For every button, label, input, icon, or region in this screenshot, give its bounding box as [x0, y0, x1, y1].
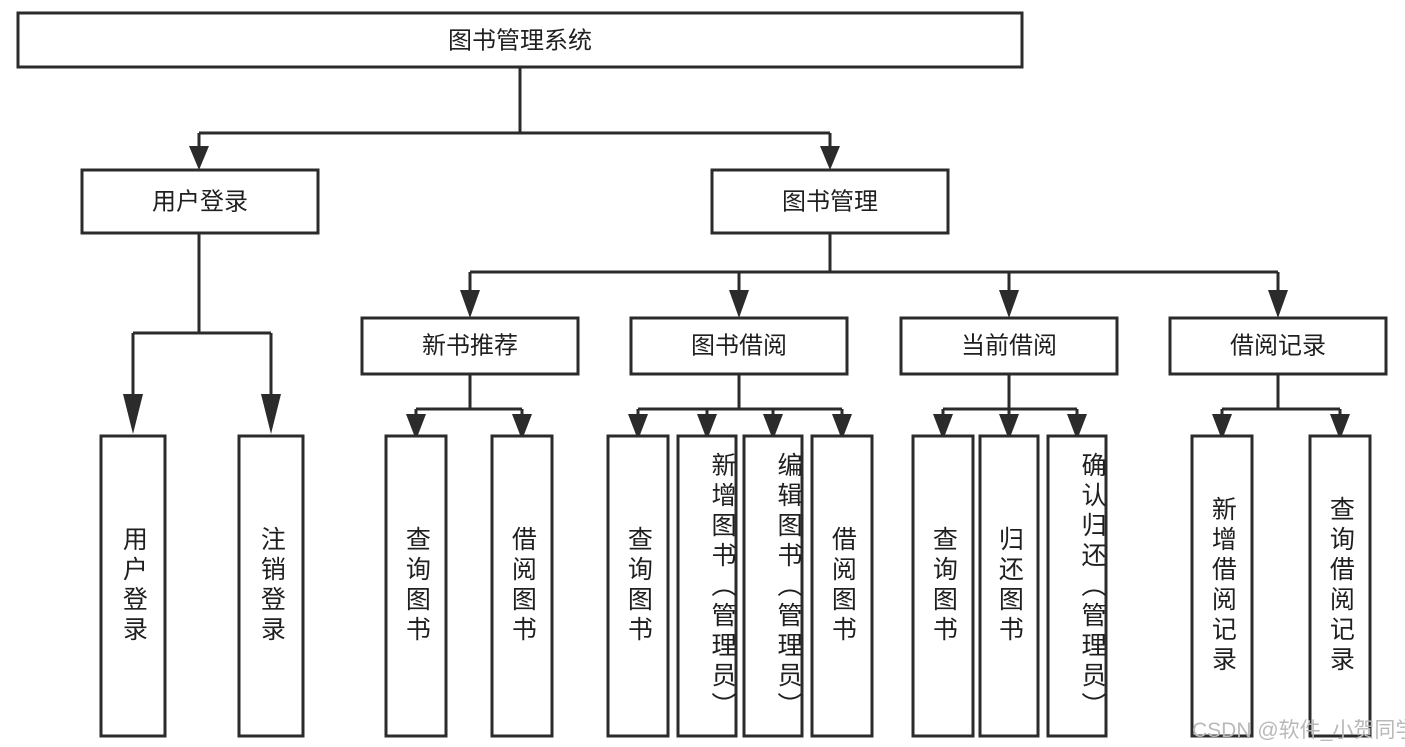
connector-group	[123, 67, 1350, 440]
leaf-box-borrow-book-1[interactable]	[490, 434, 554, 738]
node-book-management-label: 图书管理	[782, 188, 878, 215]
node-book-management[interactable]: 图书管理	[710, 168, 950, 235]
leaf-label-add-record: 新增借阅记录	[1208, 496, 1237, 676]
node-title-label: 图书管理系统	[448, 27, 592, 54]
leaf-box-add-record[interactable]	[1190, 434, 1254, 738]
leaf-label-logout-login: 注销登录	[257, 526, 286, 646]
leaf-label-borrow-book-1: 借阅图书	[508, 526, 537, 646]
arrow-leaf-confirm-return	[1067, 414, 1087, 440]
arrow-leaf-query-record	[1330, 414, 1350, 440]
leaf-box-confirm-return[interactable]	[1046, 434, 1108, 738]
node-current-borrow-label: 当前借阅	[961, 332, 1057, 359]
leaf-box-query-book-2[interactable]	[606, 434, 670, 738]
node-borrow-record-box[interactable]	[1168, 316, 1388, 376]
arrow-leaf-query-book-2	[628, 414, 648, 440]
leaf-label-borrow-book-2: 借阅图书	[828, 526, 857, 646]
arrow-to-user-login	[189, 146, 209, 170]
arrow-leaf-query-book-1	[406, 414, 426, 440]
arrow-leaf-borrow-book-1	[512, 414, 532, 440]
arrow-leaf-query-book-3	[933, 414, 953, 440]
leaf-label-query-record: 查询借阅记录	[1326, 496, 1355, 676]
leaf-label-query-book-2: 查询图书	[624, 526, 653, 646]
arrow-leaf-user-login	[123, 394, 143, 434]
arrow-leaf-logout-login	[261, 394, 281, 434]
watermark-text: CSDN @软件_小贺同学	[1192, 719, 1405, 742]
arrow-to-current-borrow	[999, 290, 1019, 318]
node-new-book-recommend[interactable]: 新书推荐	[360, 316, 580, 376]
leaf-box-logout-login[interactable]	[237, 434, 305, 738]
arrow-leaf-edit-book	[763, 414, 783, 440]
node-user-login-label: 用户登录	[152, 188, 248, 215]
node-user-login[interactable]: 用户登录	[80, 168, 320, 235]
leaf-box-group	[99, 434, 1372, 738]
leaf-box-edit-book[interactable]	[742, 434, 804, 738]
leaf-label-query-book-1: 查询图书	[402, 526, 431, 646]
leaf-box-return-book[interactable]	[978, 434, 1040, 738]
node-book-borrow[interactable]: 图书借阅	[629, 316, 849, 376]
arrow-to-new-book-recommend	[460, 290, 480, 318]
node-title-box[interactable]	[16, 11, 1024, 69]
node-borrow-record[interactable]: 借阅记录	[1168, 316, 1388, 376]
leaf-label-confirm-return: 确认归还（管理员）	[1078, 452, 1106, 722]
node-borrow-record-label: 借阅记录	[1230, 332, 1326, 359]
node-current-borrow[interactable]: 当前借阅	[899, 316, 1119, 376]
leaf-label-edit-book: 编辑图书（管理员）	[774, 452, 802, 722]
leaf-label-add-book: 新增图书（管理员）	[708, 452, 736, 722]
node-book-borrow-label: 图书借阅	[691, 332, 787, 359]
leaf-box-borrow-book-2[interactable]	[810, 434, 874, 738]
arrow-leaf-add-book	[697, 414, 717, 440]
arrow-to-book-borrow	[729, 290, 749, 318]
leaf-box-query-book-1[interactable]	[384, 434, 448, 738]
node-new-book-recommend-box[interactable]	[360, 316, 580, 376]
leaf-label-user-login: 用户登录	[119, 526, 148, 646]
leaf-box-query-book-3[interactable]	[911, 434, 975, 738]
arrow-to-book-management	[820, 146, 840, 170]
leaf-label-return-book: 归还图书	[995, 526, 1024, 646]
node-current-borrow-box[interactable]	[899, 316, 1119, 376]
arrow-leaf-add-record	[1212, 414, 1232, 440]
leaf-box-add-book[interactable]	[676, 434, 738, 738]
leaf-box-user-login[interactable]	[99, 434, 167, 738]
arrow-leaf-return-book	[999, 414, 1019, 440]
node-title[interactable]: 图书管理系统	[16, 11, 1024, 69]
node-book-management-box[interactable]	[710, 168, 950, 235]
node-new-book-recommend-label: 新书推荐	[422, 332, 518, 359]
node-user-login-box[interactable]	[80, 168, 320, 235]
leaf-box-query-record[interactable]	[1308, 434, 1372, 738]
leaf-label-query-book-3: 查询图书	[929, 526, 958, 646]
arrow-to-borrow-record	[1268, 290, 1288, 318]
arrow-leaf-borrow-book-2	[832, 414, 852, 440]
node-book-borrow-box[interactable]	[629, 316, 849, 376]
